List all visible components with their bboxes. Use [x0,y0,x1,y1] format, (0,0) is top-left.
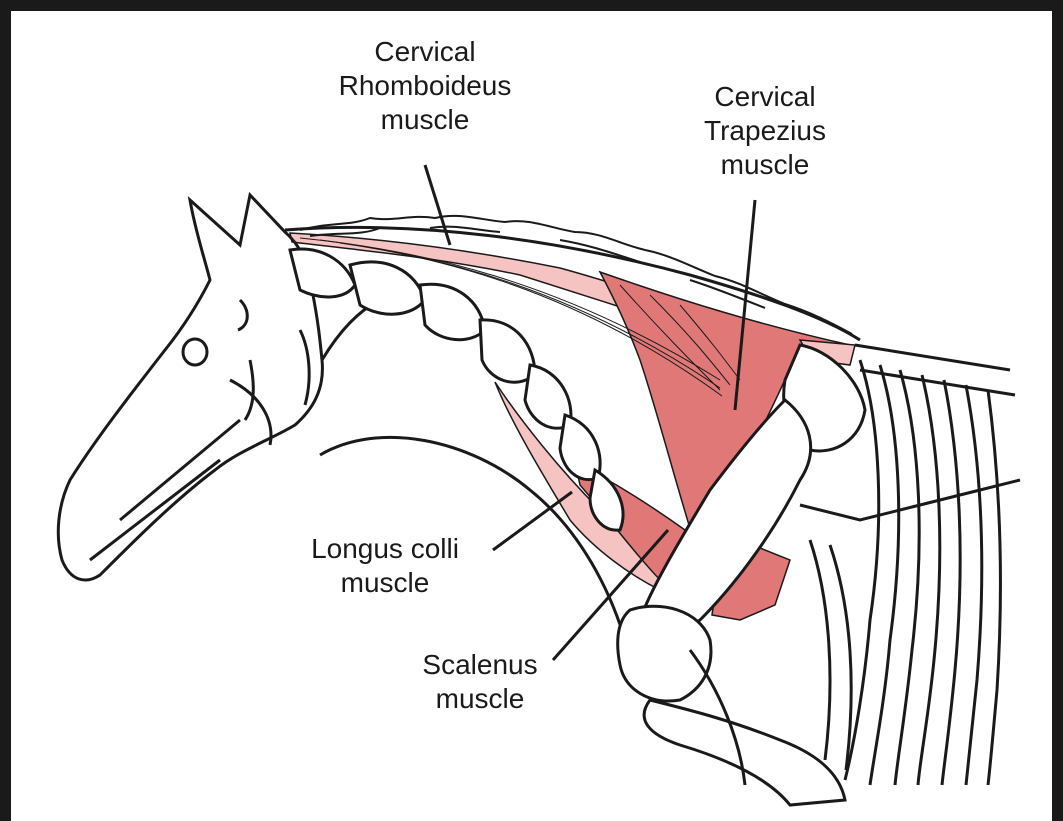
longus-colli-label-line2: muscle [280,566,490,600]
scalenus-label-line1: Scalenus [400,648,560,682]
rhomboideus-label-line1: Cervical [295,35,555,69]
cervical-trapezius-label: Cervical Trapezius muscle [660,80,870,182]
rhomboideus-label-line3: muscle [295,103,555,137]
trapezius-label-line1: Cervical [660,80,870,114]
rhomboideus-label-line2: Rhomboideus [295,69,555,103]
trapezius-label-line3: muscle [660,148,870,182]
longus-colli-label-line1: Longus colli [280,532,490,566]
scalenus-label-line2: muscle [400,682,560,716]
rhomboideus-leader-line [425,165,450,245]
horse-head-outline [58,195,322,580]
trapezius-label-line2: Trapezius [660,114,870,148]
longus-colli-label: Longus colli muscle [280,532,490,600]
scalenus-label: Scalenus muscle [400,648,560,716]
cervical-rhomboideus-label: Cervical Rhomboideus muscle [295,35,555,137]
